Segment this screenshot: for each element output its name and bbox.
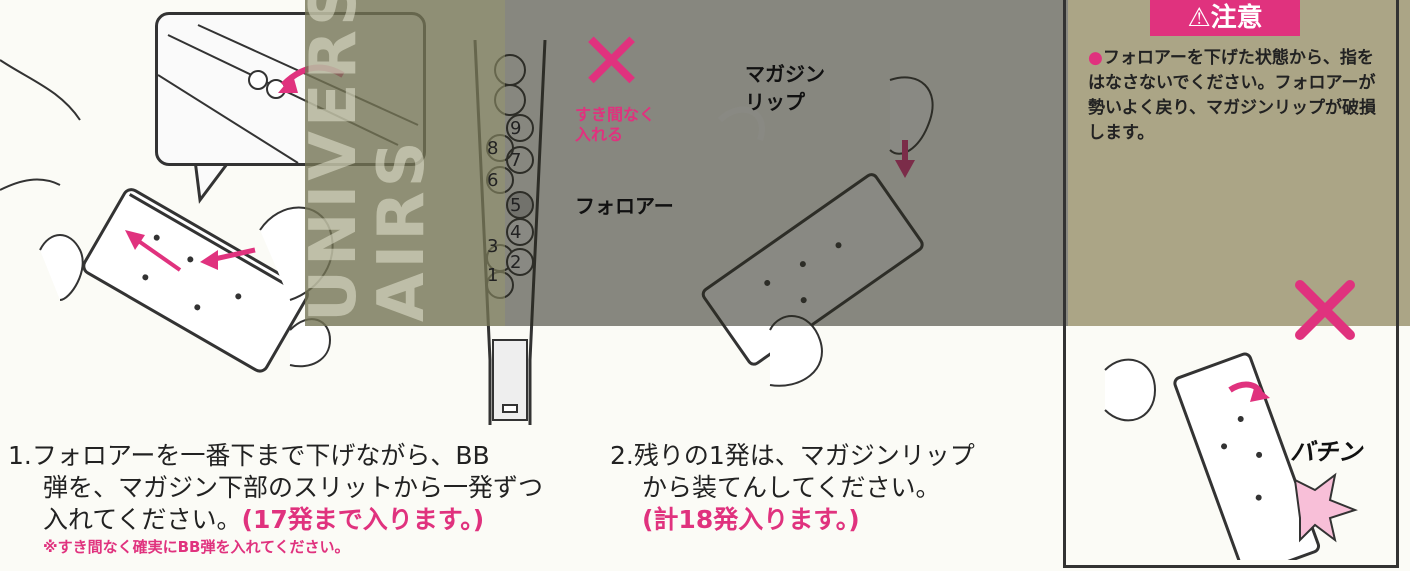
loading-illustration bbox=[0, 59, 334, 373]
bb-number-5: 5 bbox=[510, 195, 522, 216]
step-2-line-2: から装てんしてください。 bbox=[642, 473, 941, 502]
step-2-count: (計18発入ります。) bbox=[642, 505, 860, 534]
ng-x-mark: ✕ bbox=[578, 15, 646, 108]
bb-number-1: 1 bbox=[487, 265, 499, 286]
caution-panel bbox=[1063, 0, 1399, 568]
follower-label: フォロアー bbox=[575, 194, 674, 218]
step-1-note: ※すき間なく確実にBB弾を入れてください。 bbox=[43, 538, 350, 556]
bb-number-3: 3 bbox=[487, 236, 499, 257]
step-2-line-1: 2.残りの1発は、マガジンリップ bbox=[610, 441, 975, 470]
no-gap-label: すき間なく 入れる bbox=[575, 105, 656, 144]
overlay-left-band bbox=[305, 0, 505, 326]
step-1-line-1: 1.フォロアーを一番下まで下げながら、BB bbox=[8, 441, 490, 470]
overlay-right-band bbox=[1068, 0, 1410, 326]
watermark-text: UNIVERS AIRS bbox=[297, 0, 439, 322]
caution-illustration bbox=[1104, 280, 1358, 560]
bb-number-2: 2 bbox=[510, 252, 522, 273]
bb-number-9: 9 bbox=[510, 118, 522, 139]
step-2-text: 2.残りの1発は、マガジンリップ から装てんしてください。 (計18発入ります。… bbox=[610, 440, 1050, 536]
bb-number-6: 6 bbox=[487, 170, 499, 191]
magazine-lip-label: マガジン リップ bbox=[745, 62, 825, 114]
step-1-line-3: 入れてください。 bbox=[43, 505, 242, 534]
step-1-text: 1.フォロアーを一番下まで下げながら、BB 弾を、マガジン下部のスリットから一発… bbox=[8, 440, 598, 558]
snap-sound-text: バチン bbox=[1290, 438, 1362, 466]
bb-number-8: 8 bbox=[487, 138, 499, 159]
caution-body: フォロアーを下げた状態から、指をはなさないでください。フォロアーが勢いよく戻り、… bbox=[1088, 48, 1376, 143]
bb-number-7: 7 bbox=[510, 150, 522, 171]
bb-number-4: 4 bbox=[510, 222, 522, 243]
step-1-line-2: 弾を、マガジン下部のスリットから一発ずつ bbox=[43, 473, 544, 502]
step-1-count: (17発まで入ります。) bbox=[241, 505, 485, 534]
caution-text: ●フォロアーを下げた状態から、指をはなさないでください。フォロアーが勢いよく戻り… bbox=[1088, 46, 1378, 146]
caution-title: ⚠注意 bbox=[1150, 0, 1300, 36]
caution-bullet: ● bbox=[1088, 48, 1103, 68]
